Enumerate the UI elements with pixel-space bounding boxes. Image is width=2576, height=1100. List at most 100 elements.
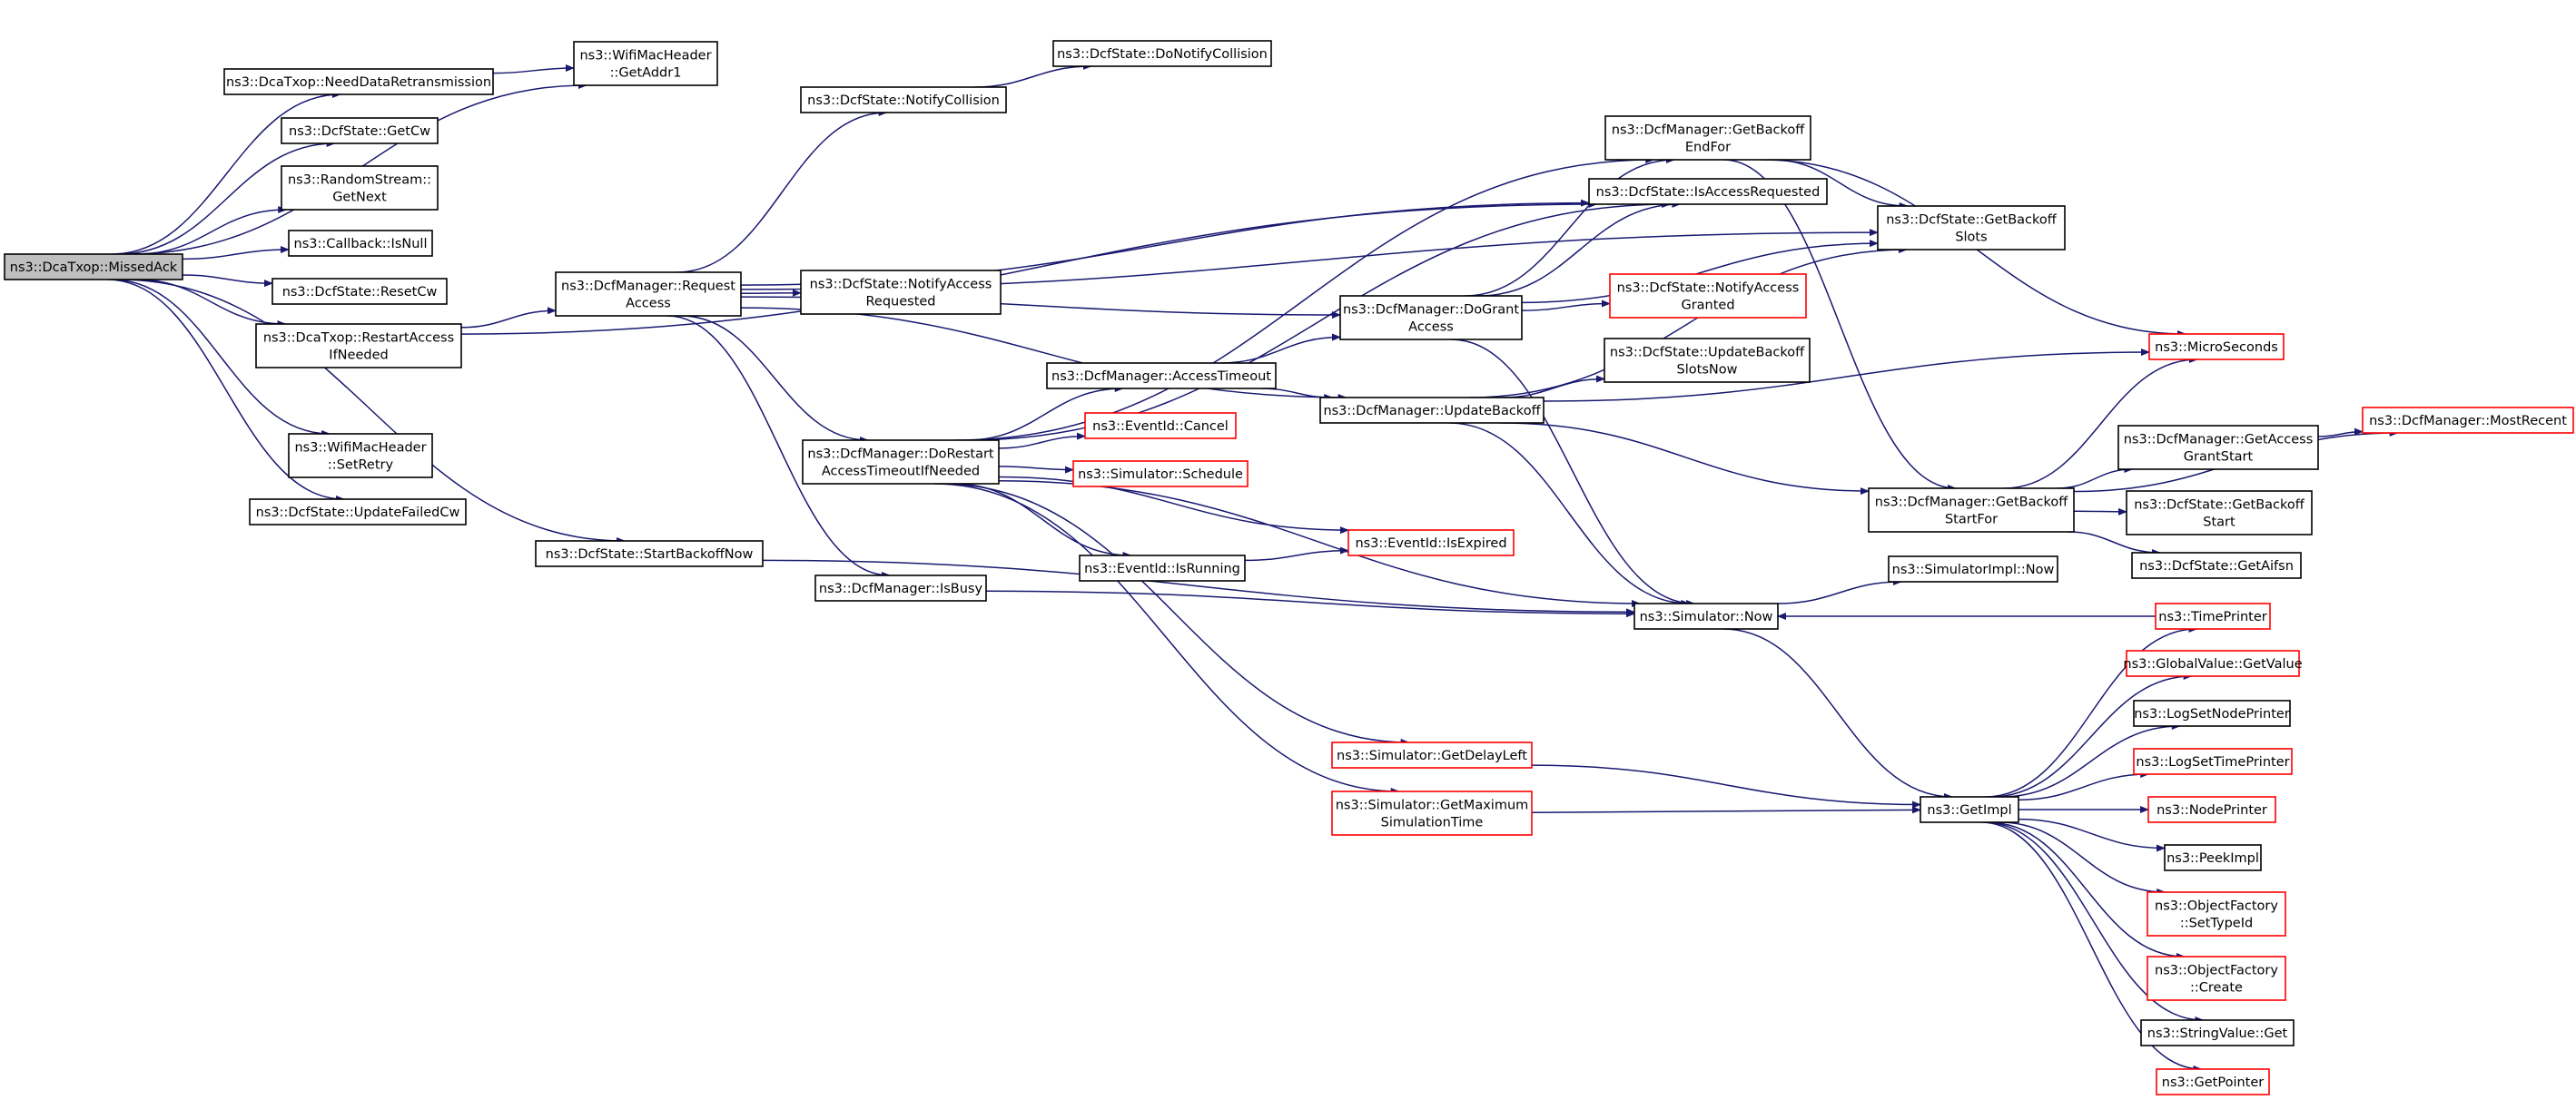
node-box: [2156, 1068, 2270, 1095]
edge-isbusy-to-simnow: [985, 590, 1635, 618]
node-box: [2147, 956, 2286, 1001]
node-logsettimeprinter[interactable]: ns3::LogSetTimePrinter: [2133, 748, 2293, 775]
node-label: ns3::WifiMacHeader: [294, 441, 426, 456]
node-label: Requested: [865, 295, 935, 309]
edge-updatebackoff-to-simnow: [1448, 422, 1691, 607]
node-rsgetnext[interactable]: ns3::RandomStream::GetNext: [281, 165, 439, 211]
node-mostrecent[interactable]: ns3::DcfManager::MostRecent: [2362, 407, 2574, 434]
node-box: [2362, 407, 2574, 434]
node-label: ns3::SimulatorImpl::Now: [1892, 563, 2055, 577]
edge-missedack-to-getcw: [118, 140, 336, 255]
node-label: ::GetAddr1: [610, 66, 682, 81]
edge-requestaccess-to-isbusy: [666, 315, 891, 579]
edge-dorestart-to-getbackoffendfor: [954, 156, 1655, 441]
node-box: [800, 86, 1007, 113]
edge-missedack-to-needdata: [112, 91, 341, 255]
node-missedack[interactable]: ns3::DcaTxop::MissedAck: [4, 253, 183, 280]
node-label: ns3::GetImpl: [1927, 803, 2011, 818]
node-getcw[interactable]: ns3::DcfState::GetCw: [281, 117, 439, 144]
node-label: ns3::DcfState::NotifyAccess: [810, 278, 992, 292]
node-getpointer[interactable]: ns3::GetPointer: [2156, 1068, 2270, 1095]
node-startbackoffnow[interactable]: ns3::DcfState::StartBackoffNow: [535, 540, 764, 567]
node-cancel[interactable]: ns3::EventId::Cancel: [1084, 412, 1237, 439]
edge-getimpl-to-globalgetvalue: [1990, 673, 2193, 798]
node-logsetnodeprinter[interactable]: ns3::LogSetNodePrinter: [2133, 700, 2291, 727]
node-isexpired[interactable]: ns3::EventId::IsExpired: [1347, 529, 1515, 556]
node-label: GrantStart: [2184, 450, 2254, 465]
node-ofsettypeid[interactable]: ns3::ObjectFactory::SetTypeId: [2147, 891, 2286, 937]
node-needdata[interactable]: ns3::DcaTxop::NeedDataRetransmission: [223, 68, 494, 95]
node-box: [2147, 891, 2286, 937]
edge-missedack-to-startbackoffnow: [118, 279, 626, 545]
edge-getbackoffstartfor-to-microseconds: [2003, 356, 2198, 489]
node-isnull[interactable]: ns3::Callback::IsNull: [288, 230, 433, 257]
node-label: ns3::DcfState::UpdateFailedCw: [256, 506, 460, 520]
node-isbusy[interactable]: ns3::DcfManager::IsBusy: [814, 575, 987, 602]
node-getimpl[interactable]: ns3::GetImpl: [1920, 796, 2019, 823]
node-stringvalueget[interactable]: ns3::StringValue::Get: [2140, 1019, 2295, 1046]
node-label: ns3::MicroSeconds: [2155, 340, 2278, 355]
node-donotifycollision[interactable]: ns3::DcfState::DoNotifyCollision: [1052, 40, 1272, 67]
node-dorestart[interactable]: ns3::DcfManager::DoRestartAccessTimeoutI…: [802, 439, 1000, 485]
node-label: ns3::DcfState::GetAifsn: [2139, 559, 2294, 574]
node-box: [281, 165, 439, 211]
node-getaifsn[interactable]: ns3::DcfState::GetAifsn: [2131, 552, 2302, 579]
node-notifycollision[interactable]: ns3::DcfState::NotifyCollision: [800, 86, 1007, 113]
node-label: Granted: [1681, 299, 1734, 313]
node-setretry[interactable]: ns3::WifiMacHeader::SetRetry: [288, 433, 433, 478]
node-label: ns3::DcfManager::GetBackoff: [1612, 123, 1805, 138]
node-ofcreate[interactable]: ns3::ObjectFactory::Create: [2147, 956, 2286, 1001]
node-box: [1609, 273, 1807, 319]
node-label: ns3::DcfState::GetCw: [289, 124, 430, 139]
edge-simnow-to-simimplnow: [1777, 578, 1902, 604]
node-isrunning[interactable]: ns3::EventId::IsRunning: [1079, 555, 1246, 582]
node-getdelayleft[interactable]: ns3::Simulator::GetDelayLeft: [1331, 742, 1533, 769]
node-box: [814, 575, 987, 602]
edge-missedack-to-setretry: [111, 279, 331, 437]
node-box: [1347, 529, 1515, 556]
edge-getimpl-to-getpointer: [1980, 821, 2203, 1073]
edge-getdelayleft-to-getimpl: [1531, 764, 1921, 809]
node-label: ns3::WifiMacHeader: [579, 49, 711, 64]
node-updatefailedcw[interactable]: ns3::DcfState::UpdateFailedCw: [249, 498, 467, 525]
edge-needdata-to-getaddr1: [492, 64, 575, 74]
node-resetcw[interactable]: ns3::DcfState::ResetCw: [271, 278, 448, 305]
node-box: [1046, 362, 1277, 389]
edge-accesstimeout-to-dogrant: [1219, 333, 1341, 364]
node-peekimpl[interactable]: ns3::PeekImpl: [2164, 844, 2262, 871]
node-schedule[interactable]: ns3::Simulator::Schedule: [1072, 460, 1249, 487]
node-label: ns3::DcfManager::UpdateBackoff: [1323, 404, 1541, 418]
node-box: [1339, 295, 1523, 340]
node-box: [2126, 650, 2300, 677]
node-label: AccessTimeoutIfNeeded: [822, 465, 980, 479]
node-isaccessrequested[interactable]: ns3::DcfState::IsAccessRequested: [1588, 178, 1828, 205]
node-box: [1052, 40, 1272, 67]
node-simimplnow[interactable]: ns3::SimulatorImpl::Now: [1888, 555, 2058, 583]
node-microseconds[interactable]: ns3::MicroSeconds: [2148, 333, 2285, 360]
node-nodeprinter[interactable]: ns3::NodePrinter: [2147, 796, 2276, 823]
node-globalgetvalue[interactable]: ns3::GlobalValue::GetValue: [2123, 650, 2303, 677]
node-simnow[interactable]: ns3::Simulator::Now: [1633, 603, 1779, 630]
edge-getimpl-to-ofcreate: [1988, 821, 2186, 960]
node-label: ns3::ObjectFactory: [2155, 964, 2278, 978]
node-box: [255, 323, 462, 368]
node-timeprinter[interactable]: ns3::TimePrinter: [2155, 603, 2271, 630]
node-accesstimeout[interactable]: ns3::DcfManager::AccessTimeout: [1046, 362, 1277, 389]
node-box: [4, 253, 183, 280]
node-getaddr1[interactable]: ns3::WifiMacHeader::GetAddr1: [573, 41, 718, 86]
node-updatebackoff[interactable]: ns3::DcfManager::UpdateBackoff: [1319, 397, 1545, 424]
node-label: Access: [626, 297, 671, 311]
node-label: ns3::DcfManager::MostRecent: [2369, 414, 2567, 428]
